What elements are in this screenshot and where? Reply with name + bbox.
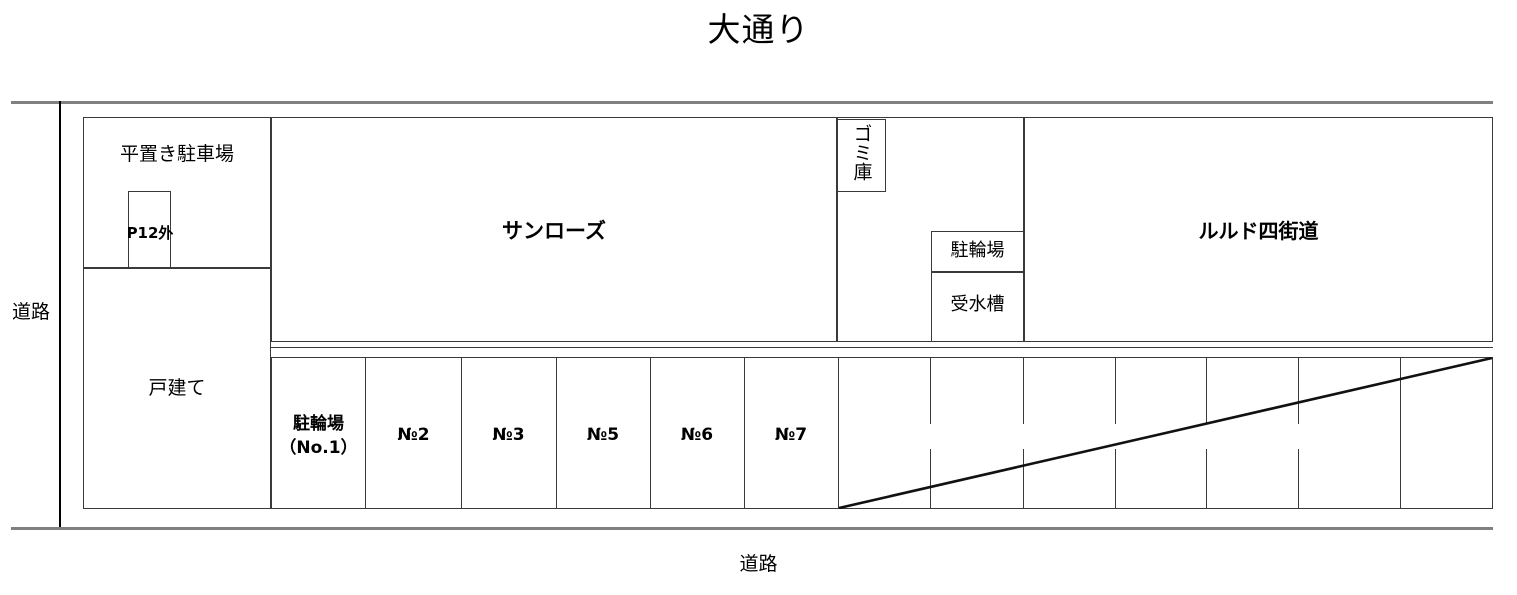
stall-label-3: №5 xyxy=(586,425,620,445)
middle-yard-block xyxy=(837,117,1024,342)
lourdes-building xyxy=(1024,117,1493,342)
stall-divider xyxy=(1400,357,1402,509)
flat-parking-label: 平置き駐車場 xyxy=(119,143,234,165)
flat-parking-block xyxy=(83,117,271,268)
stall-divider-broken xyxy=(1023,357,1025,424)
sunrose-building xyxy=(271,117,837,342)
garbage-store-label: ゴミ庫 xyxy=(840,124,883,188)
water-tank-block xyxy=(931,272,1024,342)
stall-divider-broken xyxy=(1206,449,1208,509)
stall-divider-broken xyxy=(1206,357,1208,424)
bottom-road-label: 道路 xyxy=(739,553,778,575)
left-road-line xyxy=(59,101,61,529)
stall-divider-broken xyxy=(930,449,932,509)
stall-label-1: №2 xyxy=(397,425,430,445)
sunrose-label: サンローズ xyxy=(502,219,606,243)
stall-divider xyxy=(650,357,652,509)
stall-label-2: №3 xyxy=(492,425,525,445)
bicycle-parking-upper-block xyxy=(931,231,1024,272)
detached-house-block xyxy=(83,268,271,509)
top-road-line xyxy=(11,101,1493,104)
stall-divider-broken xyxy=(1115,357,1117,424)
parking-strip-top-edge xyxy=(271,347,1493,349)
stall-divider xyxy=(556,357,558,509)
left-road-label: 道路 xyxy=(12,301,51,323)
table-row: 駐輪場 （No.1） №2 №3 №5 №6 №7 xyxy=(271,357,840,509)
detached-house-label: 戸建て xyxy=(148,377,206,399)
stall-divider xyxy=(365,357,367,509)
water-tank-label: 受水槽 xyxy=(950,294,1005,315)
stall-divider xyxy=(461,357,463,509)
stall-divider xyxy=(838,357,840,509)
stall-divider-broken xyxy=(1298,357,1300,424)
parking-stall-cells: 駐輪場 （No.1） №2 №3 №5 №6 №7 xyxy=(271,357,840,509)
page-title: 大通り xyxy=(707,10,810,49)
p12-outside-stall xyxy=(128,191,171,268)
p12-outside-label: P12外 xyxy=(126,224,174,242)
lourdes-label: ルルド四街道 xyxy=(1198,219,1319,243)
bottom-road-line xyxy=(11,527,1493,530)
stall-divider xyxy=(744,357,746,509)
stall-label-4: №6 xyxy=(680,425,714,445)
stall-divider-broken xyxy=(1298,449,1300,509)
stall-divider-broken xyxy=(1023,449,1025,509)
stall-divider-broken xyxy=(1115,449,1117,509)
stall-label-0: 駐輪場 （No.1） xyxy=(279,414,358,458)
garbage-store-text: ゴミ庫 xyxy=(850,124,873,181)
ramp-diagonal-line xyxy=(838,357,1493,509)
stall-label-5: №7 xyxy=(774,425,808,445)
garbage-store-block xyxy=(837,119,886,192)
bicycle-parking-upper-label: 駐輪場 xyxy=(950,240,1005,261)
unlabeled-stall-group xyxy=(838,357,1493,509)
stall-divider-broken xyxy=(930,357,932,424)
